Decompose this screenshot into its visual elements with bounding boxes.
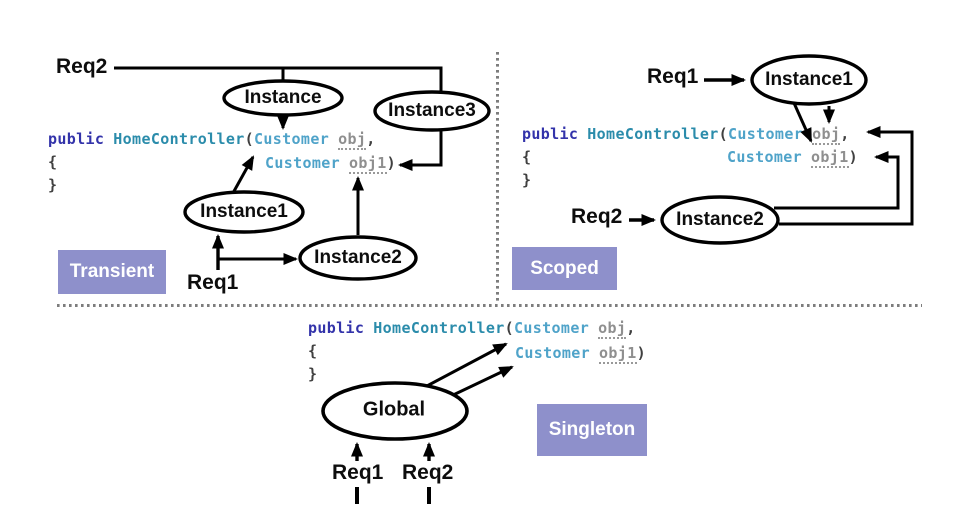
code-param-obj: obj (338, 130, 367, 150)
code-line-close-brace: } (308, 363, 636, 386)
code-param-obj1: obj1 (349, 154, 387, 174)
scoped-req1-label: Req1 (647, 65, 699, 88)
code-comma: , (366, 130, 376, 148)
code-line-open-brace: { (308, 340, 636, 363)
code-close-brace: } (48, 176, 58, 194)
scoped-instance2-outer-return-arrow (779, 126, 914, 226)
scoped-instance2-label: Instance2 (676, 209, 764, 230)
code-block-singleton: public HomeController(Customer obj, { } (308, 317, 636, 386)
scoped-instance2-inner-return-arrow (774, 151, 900, 210)
code-keyword: public (522, 125, 579, 143)
transient-instance2-label: Instance2 (314, 247, 402, 268)
code-line-open-brace: { (522, 146, 850, 169)
code-controller-name: HomeController (113, 130, 245, 148)
code-param2-singleton: Customer obj1) (515, 342, 646, 365)
code-line-close-brace: } (522, 169, 850, 192)
code-type-customer: Customer (515, 344, 591, 362)
singleton-badge: Singleton (537, 404, 647, 456)
code-type-customer: Customer (727, 148, 803, 166)
scoped-instance1-label: Instance1 (765, 69, 853, 90)
code-close-paren: ) (848, 148, 858, 166)
code-open-paren: ( (718, 125, 729, 143)
code-close-paren: ) (386, 154, 396, 172)
code-param2-scoped: Customer obj1) (727, 146, 858, 169)
transient-instance3-ellipse (373, 90, 491, 132)
transient-instance-label: Instance (244, 87, 322, 108)
code-controller-name: HomeController (587, 125, 719, 143)
code-close-brace: } (522, 171, 532, 189)
transient-instance1-to-code-arrow (231, 155, 255, 194)
scoped-req2-label: Req2 (571, 205, 623, 228)
scoped-instance1-ellipse (750, 54, 868, 106)
transient-instance3-label: Instance3 (388, 100, 476, 121)
code-param-obj: obj (598, 319, 627, 339)
code-type-customer: Customer (728, 125, 804, 143)
code-param-obj1: obj1 (811, 148, 849, 168)
code-keyword: public (308, 319, 365, 337)
transient-req1-label: Req1 (187, 271, 239, 294)
code-comma: , (626, 319, 636, 337)
singleton-req1-label: Req1 (332, 461, 384, 484)
code-close-brace: } (308, 365, 318, 383)
code-line-open-brace: { (48, 151, 376, 174)
transient-badge: Transient (58, 250, 166, 294)
code-open-brace: { (308, 342, 318, 360)
code-open-paren: ( (504, 319, 515, 337)
code-param-obj1: obj1 (599, 344, 637, 364)
scoped-instance2-ellipse (660, 195, 780, 245)
transient-instance1-ellipse (183, 190, 305, 234)
transient-instance1-label: Instance1 (200, 201, 288, 222)
singleton-global-label: Global (362, 398, 426, 421)
code-open-paren: ( (244, 130, 255, 148)
code-comma: , (840, 125, 850, 143)
scoped-instance1-to-obj1-arrow (792, 102, 813, 143)
singleton-global-ellipse (321, 381, 469, 441)
transient-req2-label: Req2 (56, 55, 108, 78)
code-type-customer: Customer (265, 154, 341, 172)
code-open-brace: { (522, 148, 532, 166)
code-line-close-brace: } (48, 174, 376, 197)
code-line-signature: public HomeController(Customer obj, (522, 123, 850, 146)
singleton-req2-label: Req2 (402, 461, 454, 484)
code-close-paren: ) (636, 344, 646, 362)
code-line-signature: public HomeController(Customer obj, (308, 317, 636, 340)
code-type-customer: Customer (254, 130, 330, 148)
code-type-customer: Customer (514, 319, 590, 337)
code-param-obj: obj (812, 125, 841, 145)
code-line-signature: public HomeController(Customer obj, (48, 128, 376, 151)
code-controller-name: HomeController (373, 319, 505, 337)
code-keyword: public (48, 130, 105, 148)
scoped-badge: Scoped (512, 247, 617, 290)
code-param2-transient: Customer obj1) (265, 152, 396, 175)
code-open-brace: { (48, 153, 58, 171)
transient-instance2-ellipse (298, 235, 418, 281)
